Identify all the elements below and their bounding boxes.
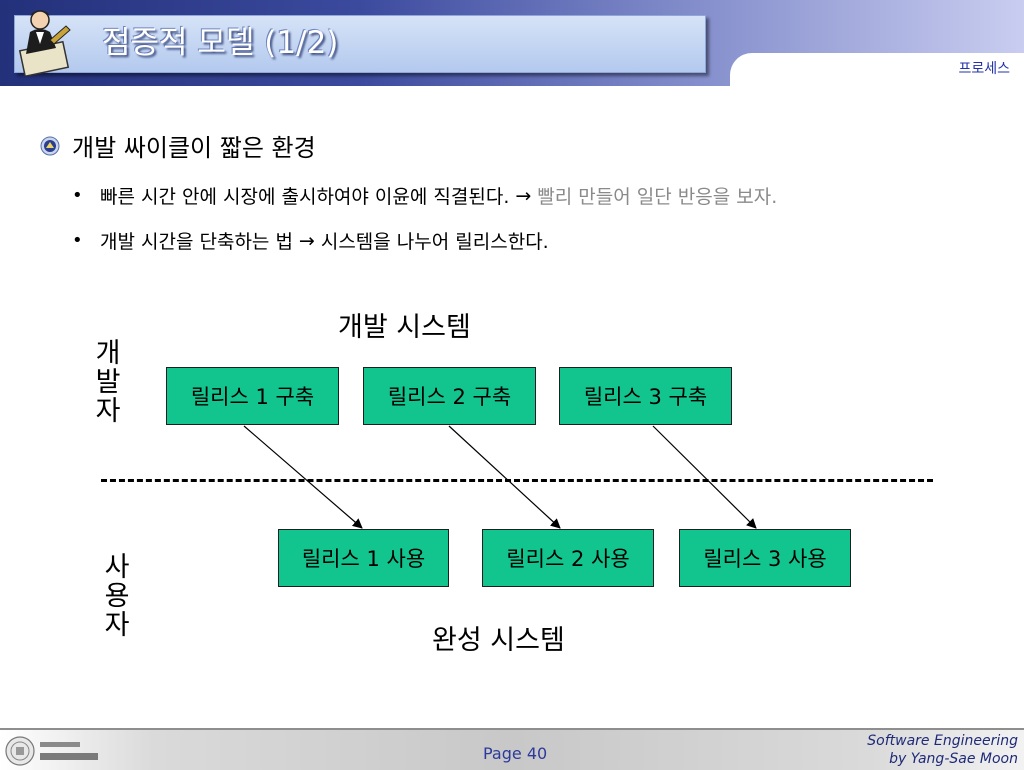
header-tab <box>730 53 1024 86</box>
sub-bullet-2-text-before: 개발 시간을 단축하는 법 <box>100 231 293 253</box>
main-bullet: 개발 싸이클이 짧은 환경 <box>40 128 316 163</box>
completed-system-label: 완성 시스템 <box>432 625 565 656</box>
university-logo-icon <box>5 736 98 766</box>
boundary-dashed-line <box>101 479 933 482</box>
arrow-icon: → <box>298 229 315 252</box>
sub-bullet-1-extra: 빨리 만들어 일단 반응을 보자. <box>537 186 778 208</box>
release-2-use-box: 릴리스 2 사용 <box>482 529 654 587</box>
slide-header: 점증적 모델 (1/2) 프로세스 <box>0 0 1024 86</box>
bullet-dot: • <box>72 230 83 251</box>
sub-bullet-2-text-after: 시스템을 나누어 릴리스한다. <box>320 231 549 253</box>
release-1-build-box: 릴리스 1 구축 <box>166 367 339 425</box>
presenter-icon <box>18 10 71 76</box>
user-label-char: 사 <box>104 552 130 583</box>
credit-line-1: Software Engineering <box>867 733 1018 749</box>
user-label-char: 용 <box>104 581 130 612</box>
sub-bullet-1-text: 빠른 시간 안에 시장에 출시하여야 이윤에 직결된다. <box>100 186 510 208</box>
user-label-char: 자 <box>104 610 130 641</box>
developer-label-char: 발 <box>95 367 121 398</box>
developer-label: 개 발 자 <box>93 339 123 426</box>
release-3-arrow <box>652 425 757 529</box>
page-number: Page 40 <box>483 744 548 763</box>
release-2-build-box: 릴리스 2 구축 <box>363 367 536 425</box>
release-1-use-box: 릴리스 1 사용 <box>278 529 449 587</box>
section-label: 프로세스 <box>958 61 1010 77</box>
development-system-label: 개발 시스템 <box>338 312 471 343</box>
credit-line-2: by Yang-Sae Moon <box>889 751 1018 767</box>
release-3-use-box: 릴리스 3 사용 <box>679 529 851 587</box>
bullet-dot: • <box>72 185 83 206</box>
release-3-build-box: 릴리스 3 구축 <box>559 367 732 425</box>
sub-bullet-1: • 빠른 시간 안에 시장에 출시하여야 이윤에 직결된다. → 빨리 만들어 … <box>72 182 777 209</box>
slide-title: 점증적 모델 (1/2) <box>102 25 339 61</box>
user-label: 사 용 자 <box>102 553 132 640</box>
main-bullet-text: 개발 싸이클이 짧은 환경 <box>72 134 316 162</box>
developer-label-char: 개 <box>95 338 121 369</box>
sub-bullet-2: • 개발 시간을 단축하는 법 → 시스템을 나누어 릴리스한다. <box>72 227 549 254</box>
release-1-arrow <box>243 425 363 529</box>
arrow-icon: → <box>515 184 532 207</box>
course-credit: Software Engineering by Yang-Sae Moon <box>867 732 1018 768</box>
developer-label-char: 자 <box>95 396 121 427</box>
release-2-arrow <box>448 425 561 529</box>
slide-footer: Page 40 Software Engineering by Yang-Sae… <box>0 728 1024 770</box>
emblem-bullet-icon <box>40 136 60 155</box>
title-box <box>14 15 706 73</box>
